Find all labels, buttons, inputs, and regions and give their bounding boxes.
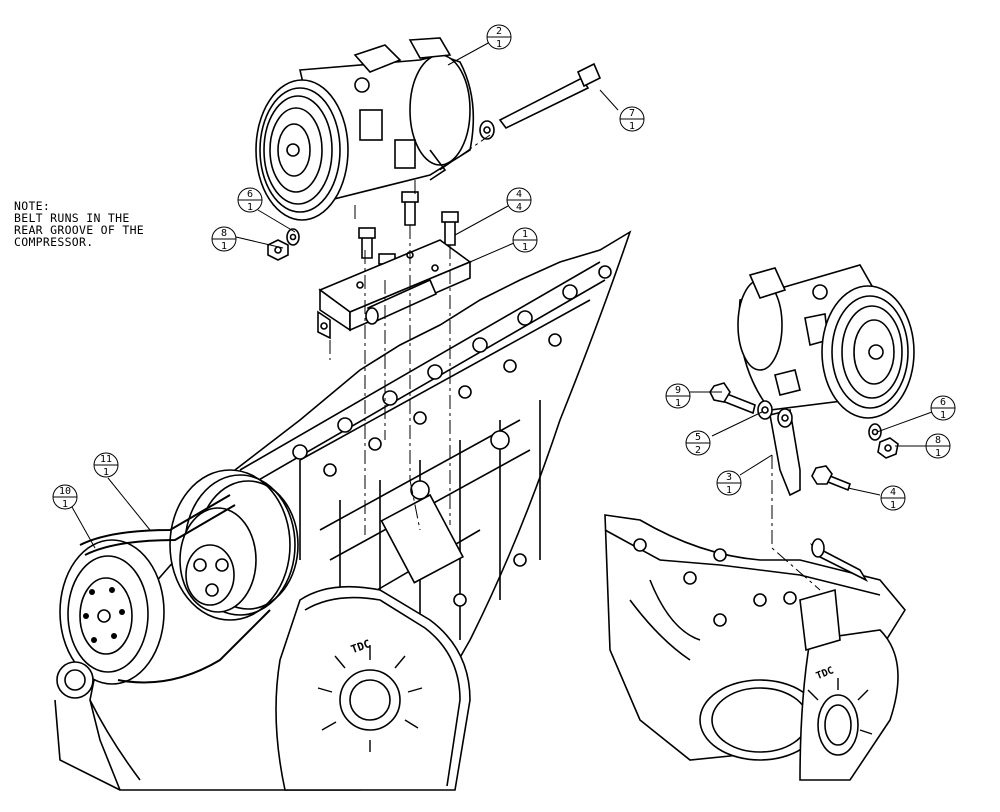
note-line-4: COMPRESSOR.: [14, 235, 94, 249]
callout-c1-qty: 1: [522, 242, 528, 253]
assembly-lines-main: [329, 134, 491, 535]
callout-c1: 1 1: [512, 227, 538, 253]
callout-c5-item: 5: [695, 432, 701, 443]
callout-c6b-qty: 1: [940, 410, 946, 421]
callout-c8a: 8 1: [211, 226, 237, 252]
callout-c3-item: 3: [726, 472, 732, 483]
callout-c3: 3 1: [716, 470, 742, 496]
callout-c4a-item: 4: [516, 189, 522, 200]
assembly-lines-inset: [771, 455, 821, 591]
callout-c4a: 4 4: [506, 187, 532, 213]
callout-leaders: [71, 41, 933, 549]
callout-c1-item: 1: [522, 229, 528, 240]
tdc-label-main: TDC: [349, 637, 372, 656]
inset-engine-block: TDC: [604, 514, 906, 781]
note-line-3: REAR GROOVE OF THE: [14, 223, 145, 237]
callout-c10: 10 1: [52, 484, 78, 510]
nut-washer-top: [267, 228, 300, 261]
callout-c5: 5 2: [685, 430, 711, 456]
callout-c8b-qty: 1: [935, 448, 941, 459]
note-line-1: NOTE:: [14, 199, 51, 213]
ac-compressor-inset: [737, 264, 915, 419]
callout-c2-qty: 1: [496, 39, 502, 50]
callout-c11-qty: 1: [103, 467, 109, 478]
callout-c4b-qty: 1: [890, 500, 896, 511]
drive-pulley: [169, 469, 299, 621]
callout-c6a-item: 6: [247, 189, 253, 200]
callout-c8b: 8 1: [925, 433, 951, 459]
callout-c10-qty: 1: [62, 499, 68, 510]
callout-c2-item: 2: [496, 26, 502, 37]
callout-c10-item: 10: [59, 486, 71, 497]
timing-cover-main: TDC: [275, 585, 471, 791]
callout-c8b-item: 8: [935, 435, 941, 446]
ac-compressor-top: [255, 37, 475, 221]
callout-c11-item: 11: [100, 454, 112, 465]
callout-c6b-item: 6: [940, 397, 946, 408]
callout-c11: 11 1: [93, 452, 119, 478]
front-accessory-gear: [54, 661, 141, 791]
callout-c9: 9 1: [665, 383, 691, 409]
callout-c9-qty: 1: [675, 398, 681, 409]
inset-fasteners: [709, 382, 899, 492]
inset-bracket: [769, 408, 869, 652]
callout-c4b-item: 4: [890, 487, 896, 498]
callout-c6b: 6 1: [930, 395, 956, 421]
callout-c4b: 4 1: [880, 485, 906, 511]
callout-c5-qty: 2: [695, 445, 701, 456]
callout-c8a-qty: 1: [221, 241, 227, 252]
callout-c4a-qty: 4: [516, 202, 522, 213]
note-line-2: BELT RUNS IN THE: [14, 211, 130, 225]
callout-c2: 2 1: [486, 24, 512, 50]
callout-c6a-qty: 1: [247, 202, 253, 213]
callout-c7: 7 1: [619, 106, 645, 132]
crankshaft-pulley: [59, 539, 165, 685]
callout-c7-qty: 1: [629, 121, 635, 132]
callout-c6a: 6 1: [237, 187, 263, 213]
long-bolt: [479, 62, 602, 140]
drive-belt: [79, 494, 271, 684]
engine-block-main: [89, 230, 632, 791]
callout-c7-item: 7: [629, 108, 635, 119]
callout-c9-item: 9: [675, 385, 681, 396]
callout-c3-qty: 1: [726, 485, 732, 496]
assembly-note: NOTE: BELT RUNS IN THE REAR GROOVE OF TH…: [14, 200, 144, 248]
callout-c8a-item: 8: [221, 228, 227, 239]
